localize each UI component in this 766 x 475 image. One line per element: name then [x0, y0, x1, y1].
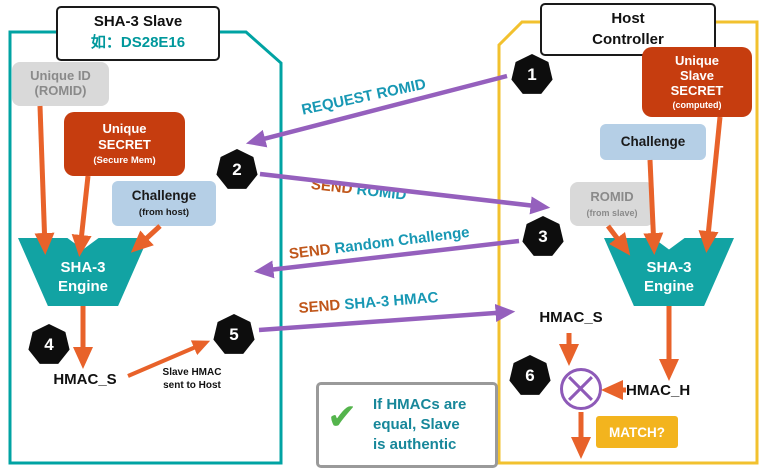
host-romid-label: ROMID — [590, 189, 634, 204]
slave-secret-l1: Unique — [102, 121, 147, 136]
host-secret-box: Unique Slave SECRET (computed) — [642, 47, 752, 117]
verdict-l3: is authentic — [373, 436, 457, 453]
host-secret-l3: SECRET — [670, 83, 724, 98]
slave-engine-l2: Engine — [57, 278, 108, 295]
step-4-number: 4 — [44, 335, 54, 354]
xor-cross — [568, 376, 593, 401]
step-1-number: 1 — [527, 65, 537, 84]
verdict-box: ✔ If HMACs are equal, Slave is authentic — [316, 382, 498, 468]
slave-challenge-label: Challenge — [131, 188, 197, 203]
slave-title-line2: 如：DS28E16 — [90, 34, 186, 51]
host-hmac-s-label: HMAC_S — [539, 309, 603, 326]
host-romid-sub: (from slave) — [586, 208, 638, 218]
unique-id-label: Unique ID — [30, 68, 91, 83]
verdict-text: If HMACs are equal, Slave is authentic — [373, 395, 466, 455]
host-hmac-h-label: HMAC_H — [626, 382, 691, 399]
slave-title-line1: SHA-3 Slave — [93, 13, 183, 30]
host-romid-box: ROMID (from slave) — [570, 182, 654, 226]
slave-challenge-box: Challenge (from host) — [112, 181, 216, 226]
verdict-l2: equal, Slave — [373, 416, 460, 433]
slave-title: SHA-3 Slave 如：DS28E16 — [56, 6, 220, 61]
host-secret-l2: Slave — [680, 68, 714, 83]
compare-xor-icon — [560, 368, 602, 410]
host-engine-l1: SHA-3 — [646, 259, 692, 276]
note-line1: Slave HMAC — [162, 367, 222, 378]
unique-id-sub: (ROMID) — [34, 83, 87, 98]
slave-secret-box: Unique SECRET (Secure Mem) — [64, 112, 185, 176]
note-line2: sent to Host — [163, 380, 221, 391]
step-5-number: 5 — [229, 325, 239, 344]
host-secret-sub: (computed) — [672, 100, 722, 110]
step-2-number: 2 — [232, 160, 242, 179]
step-6-number: 6 — [525, 366, 535, 385]
host-title-line1: Host — [611, 10, 645, 27]
slave-secret-l2: SECRET — [98, 137, 151, 152]
slave-engine-l1: SHA-3 — [60, 259, 106, 276]
slave-hmac-note: Slave HMAC sent to Host — [146, 366, 238, 392]
checkmark-icon: ✔ — [327, 396, 358, 437]
match-box: MATCH? — [596, 416, 678, 448]
host-challenge-box: Challenge — [600, 124, 706, 160]
host-engine-l2: Engine — [643, 278, 694, 295]
verdict-l1: If HMACs are — [373, 396, 467, 413]
step-3-number: 3 — [538, 227, 548, 246]
host-secret-l1: Unique — [674, 53, 720, 68]
slave-unique-id-box: Unique ID (ROMID) — [12, 62, 109, 106]
slave-secret-sub: (Secure Mem) — [93, 155, 156, 166]
slave-challenge-sub: (from host) — [138, 207, 190, 218]
host-title-line2: Controller — [592, 31, 664, 48]
slave-hmac-s-label: HMAC_S — [53, 371, 117, 388]
